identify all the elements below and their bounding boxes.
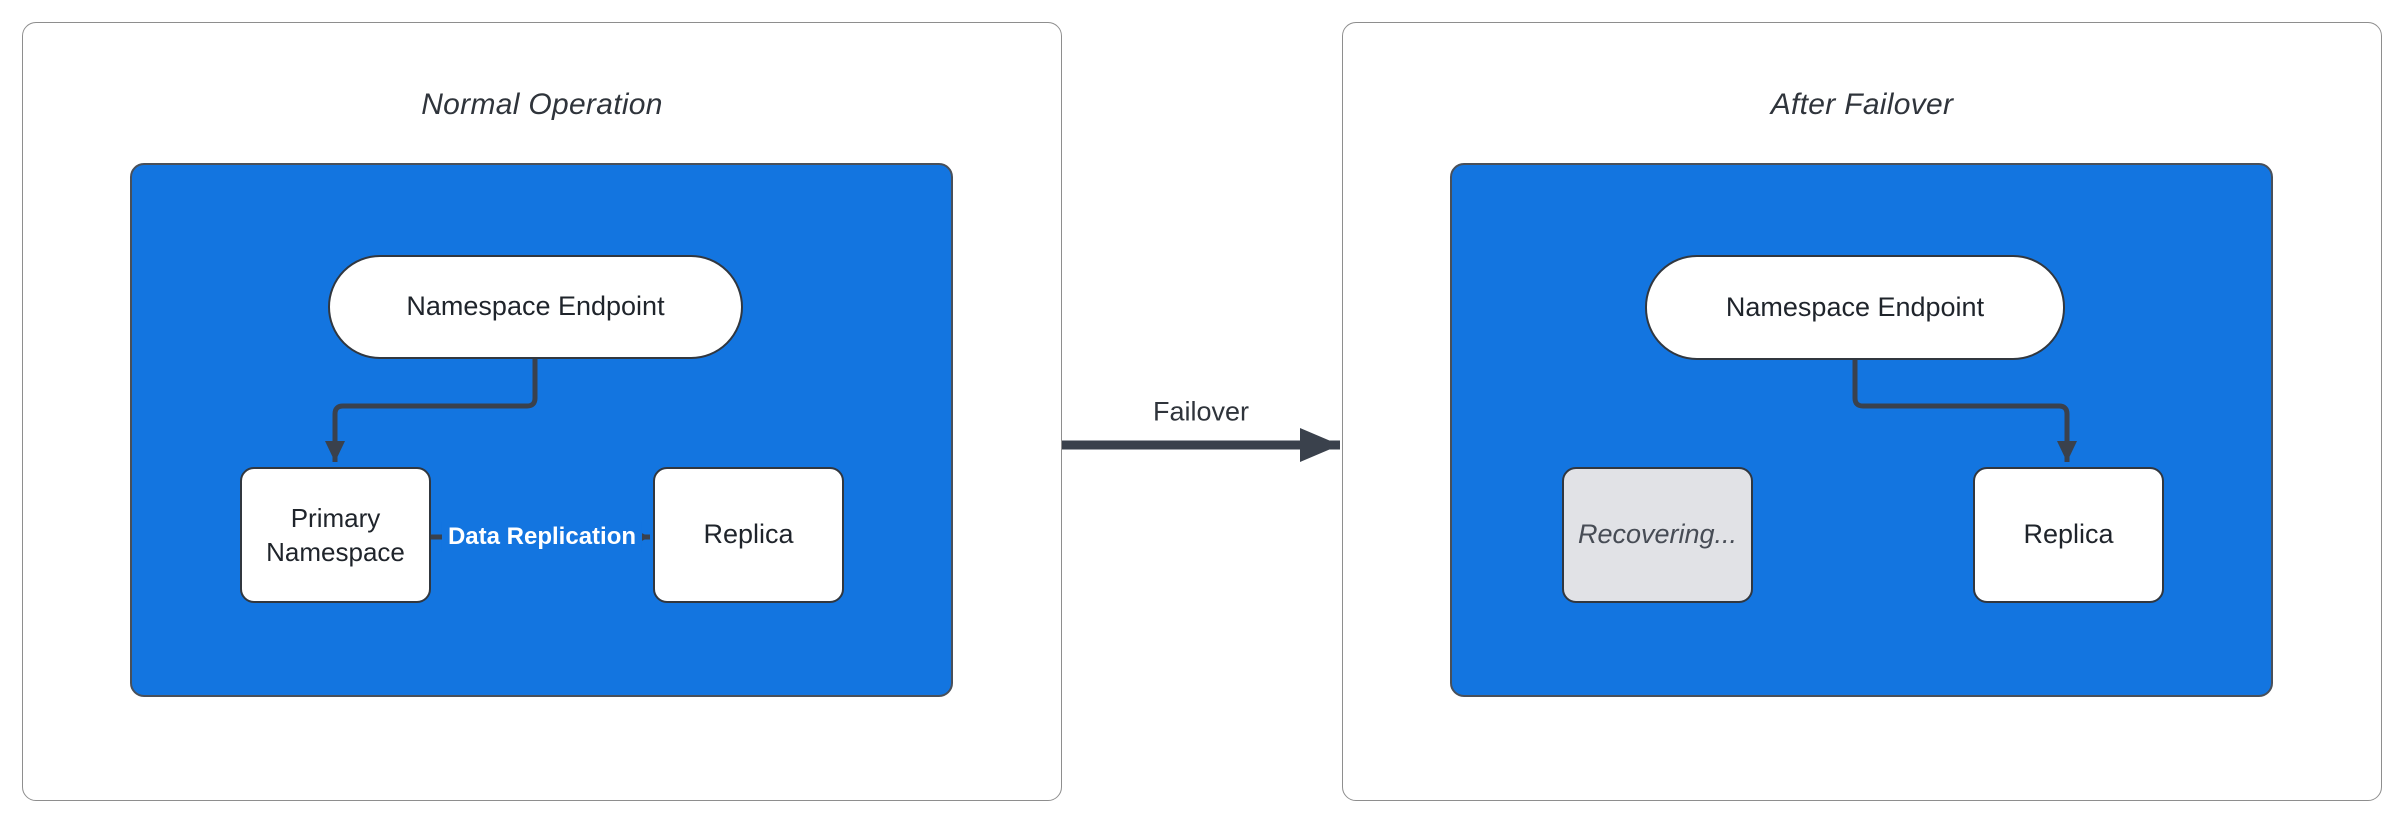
node-namespace-endpoint-right: Namespace Endpoint	[1645, 255, 2065, 360]
container-after-failover	[1450, 163, 2273, 697]
panel-title-normal-operation: Normal Operation	[421, 88, 663, 121]
node-primary-namespace: Primary Namespace	[240, 467, 431, 603]
node-replica-left: Replica	[653, 467, 844, 603]
container-normal-operation	[130, 163, 953, 697]
node-replica-right: Replica	[1973, 467, 2164, 603]
node-recovering: Recovering...	[1562, 467, 1753, 603]
panel-normal-operation	[22, 22, 1062, 801]
edge-label-data-replication: Data Replication	[441, 522, 643, 552]
node-namespace-endpoint-left: Namespace Endpoint	[328, 255, 743, 359]
panel-after-failover	[1342, 22, 2382, 801]
edge-label-failover: Failover	[1152, 396, 1250, 427]
panel-title-after-failover: After Failover	[1770, 88, 1954, 121]
